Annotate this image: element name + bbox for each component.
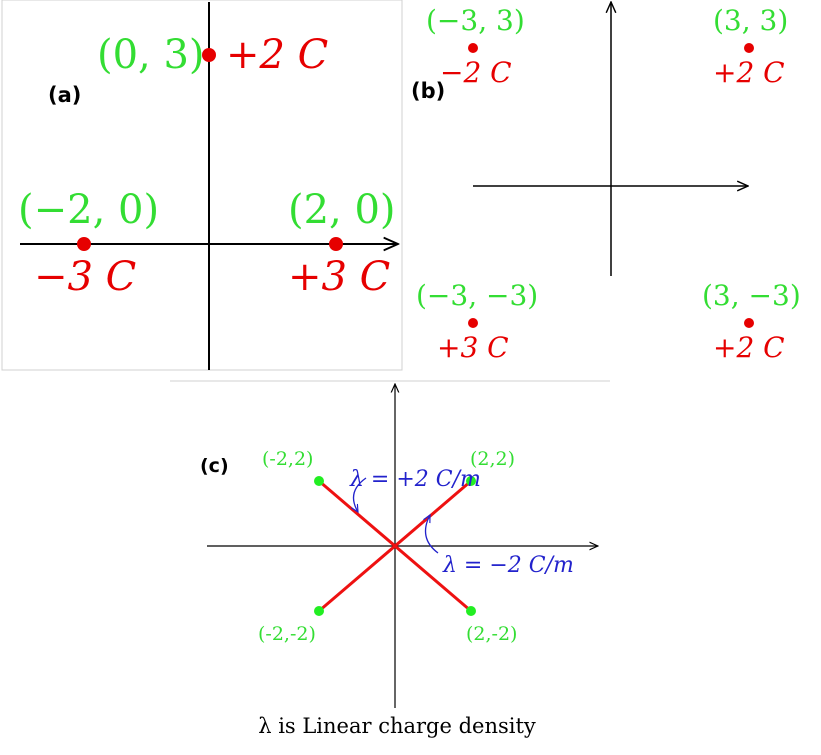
- charge-point: [744, 318, 754, 328]
- coord-label: (−2, 0): [18, 187, 159, 233]
- charge-label: +2 C: [226, 32, 328, 78]
- panel-a: (a) (0, 3) +2 C (−2, 0) −3 C (2, 0) +3 C: [18, 2, 398, 370]
- endpoint: [314, 476, 324, 486]
- charge-point: [77, 237, 91, 251]
- lambda-negative-label: λ = −2 C/m: [442, 553, 574, 578]
- lambda-positive-label: λ = +2 C/m: [349, 467, 481, 492]
- endpoint: [466, 476, 476, 486]
- endpoint: [314, 606, 324, 616]
- charge-label: −3 C: [34, 254, 136, 300]
- coord-label: (3, 3): [713, 4, 788, 37]
- coord-label: (−3, −3): [416, 279, 538, 312]
- charge-point: [468, 318, 478, 328]
- charge-point: [468, 43, 478, 53]
- coord-label: (2, 0): [288, 187, 396, 233]
- point-label: (-2,2): [262, 448, 313, 470]
- panel-b-label: (b): [411, 79, 445, 103]
- panel-a-frame: [1, 0, 403, 371]
- charge-point: [202, 48, 216, 62]
- panel-c: (c) (-2,2) (2,2) (-2,-2) (2,-2) λ = +2 C…: [200, 384, 598, 708]
- charge-label: +3 C: [437, 331, 509, 364]
- charge-label: +2 C: [713, 331, 785, 364]
- lambda-positive-arrow: [354, 477, 367, 512]
- charge-label: +3 C: [288, 254, 390, 300]
- lambda-negative-arrow: [426, 515, 439, 554]
- point-label: (2,2): [470, 448, 515, 470]
- charge-point: [744, 43, 754, 53]
- line-charge-positive: [318, 479, 472, 613]
- charge-label: +2 C: [713, 56, 785, 89]
- caption: λ is Linear charge density: [258, 714, 536, 738]
- panel-c-label: (c): [200, 455, 229, 477]
- coord-label: (0, 3): [97, 32, 205, 78]
- point-label: (2,-2): [466, 623, 517, 645]
- endpoint: [466, 606, 476, 616]
- point-label: (-2,-2): [258, 623, 316, 645]
- coord-label: (3, −3): [702, 279, 801, 312]
- panel-a-label: (a): [48, 83, 81, 107]
- coord-label: (−3, 3): [426, 4, 525, 37]
- charge-point: [329, 237, 343, 251]
- charge-label: −2 C: [440, 56, 512, 89]
- panel-b: (b) (−3, 3) −2 C (3, 3) +2 C (−3, −3) +3…: [411, 2, 801, 364]
